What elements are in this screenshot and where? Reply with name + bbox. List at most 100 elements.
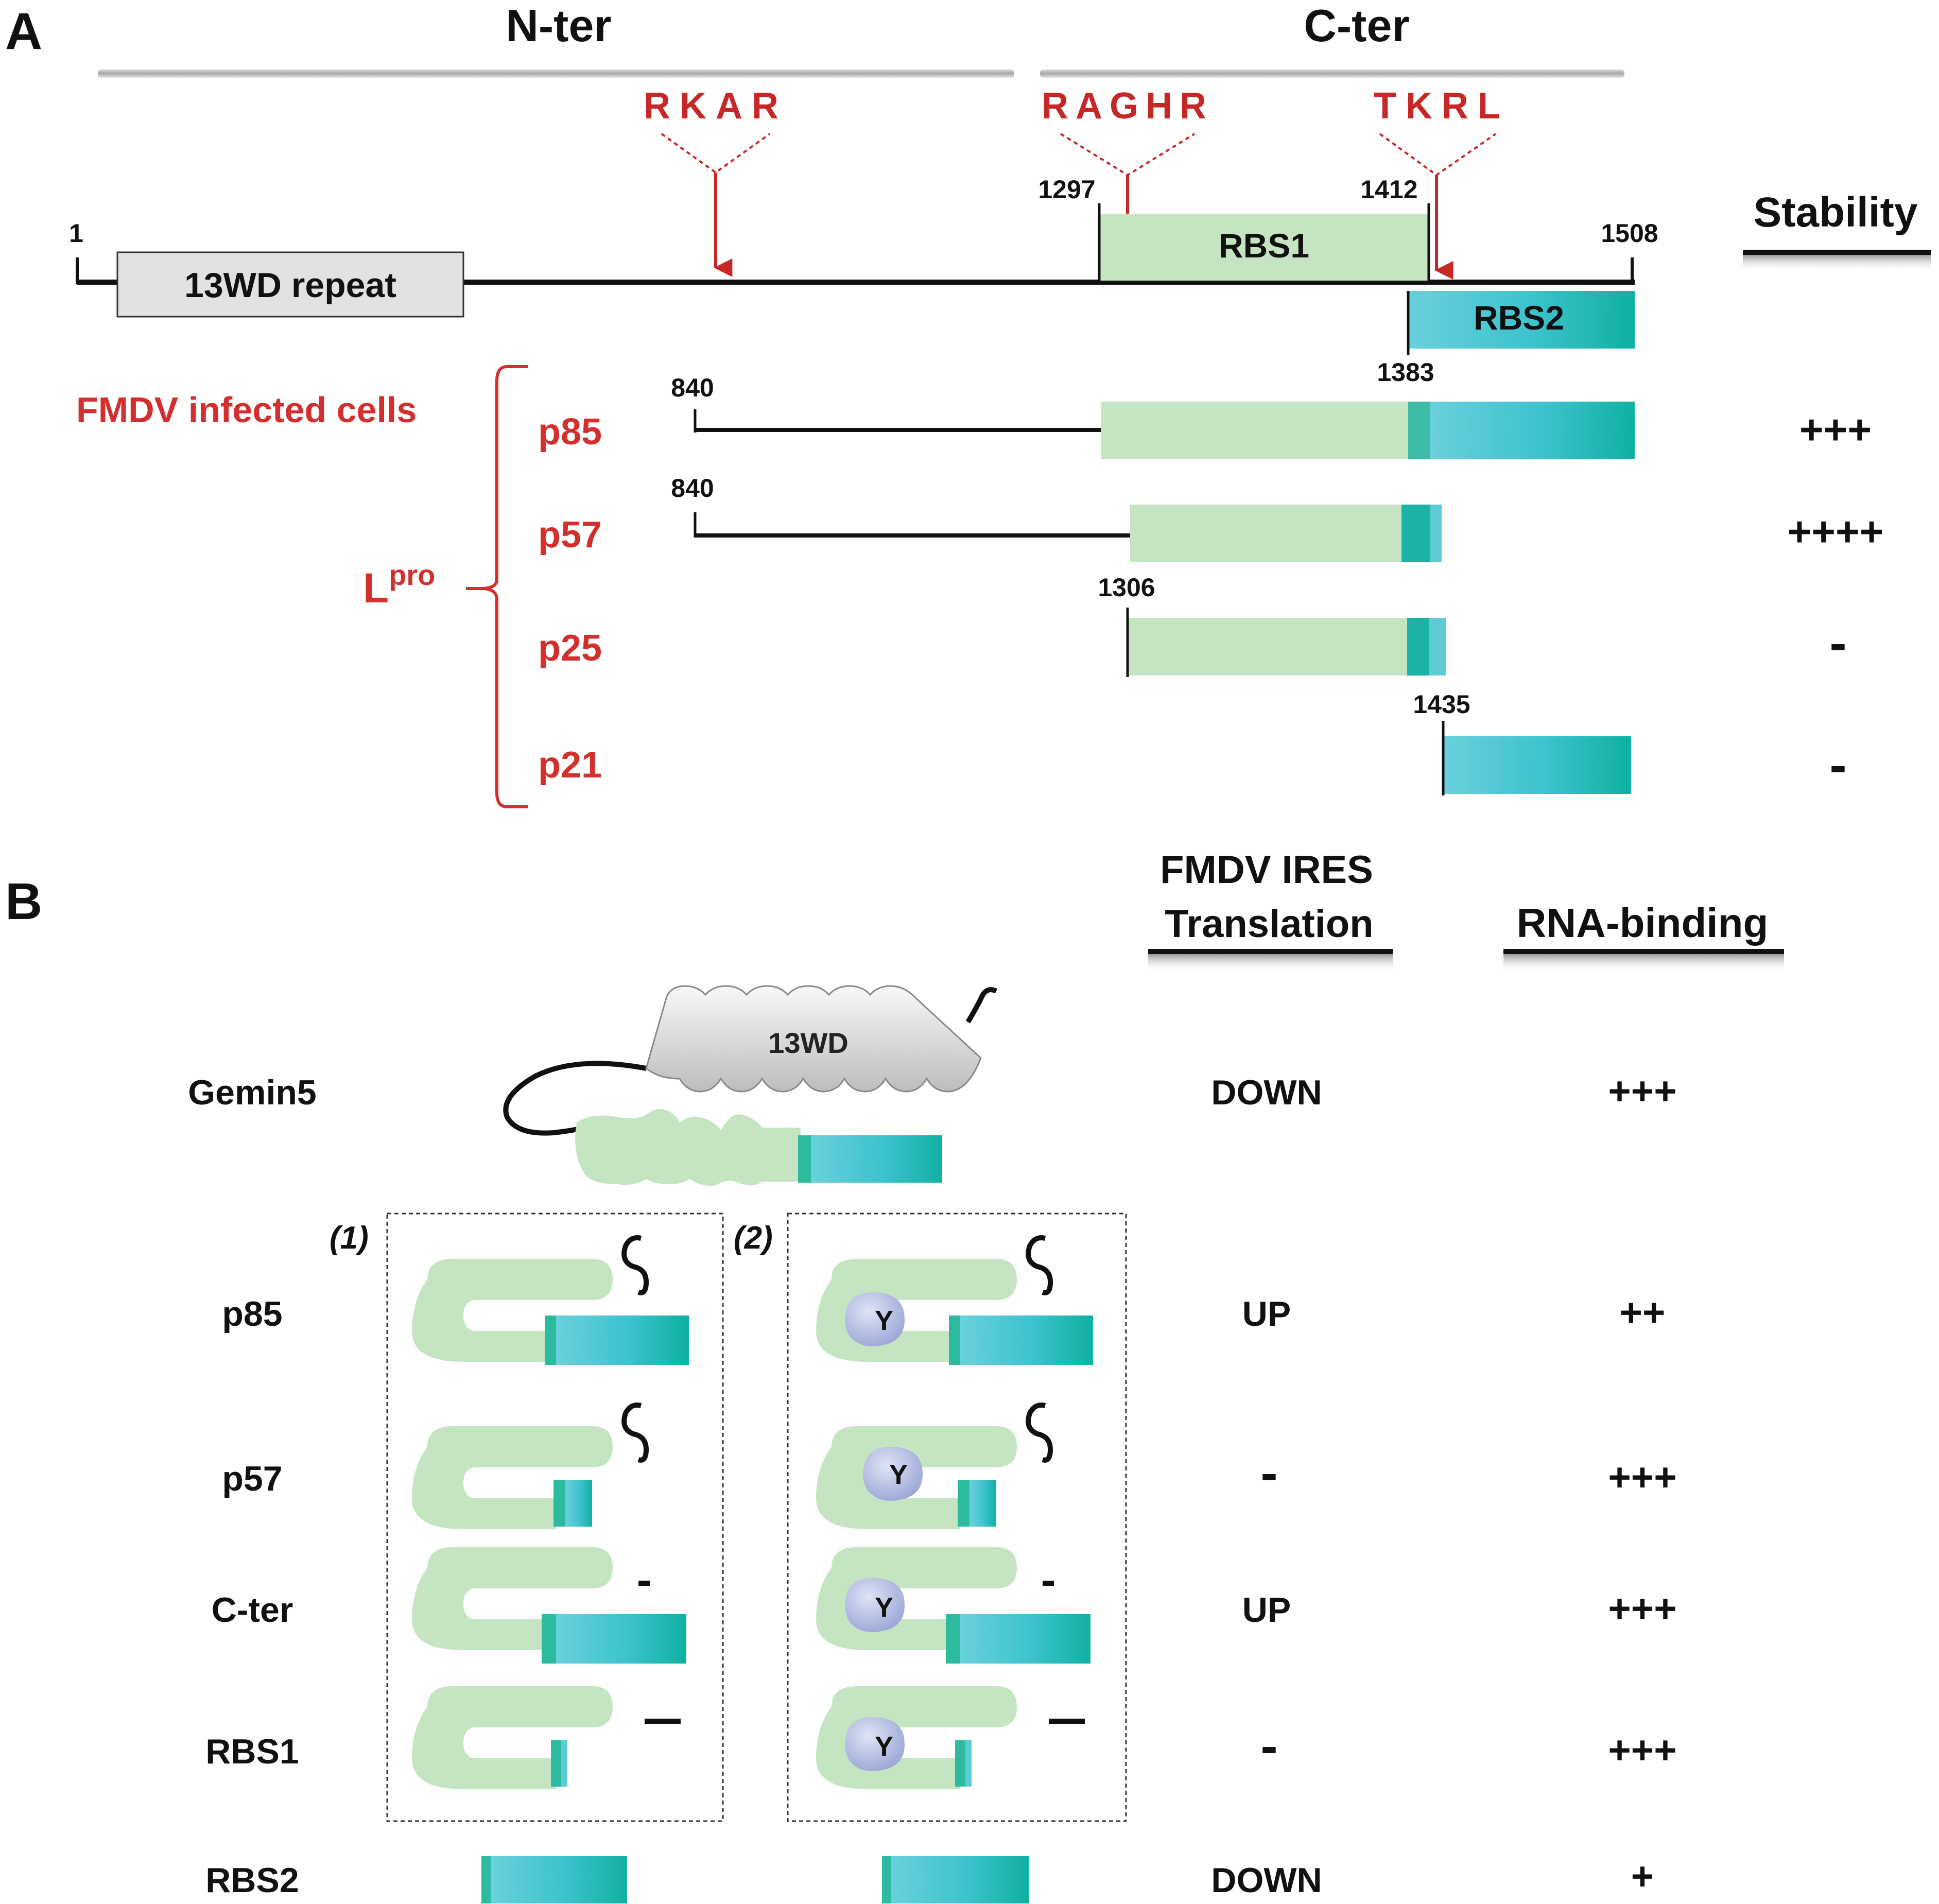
- stability-p25: -: [1829, 614, 1846, 672]
- pos-1297: 1297: [1038, 175, 1095, 204]
- pos-840-p85: 840: [671, 373, 714, 402]
- cartoon-set: Y Y Y Y: [412, 1235, 1093, 1903]
- lpro-label: Lpro: [363, 559, 435, 612]
- b1-rbs2: [491, 1856, 627, 1903]
- binding-rbs2: +: [1631, 1855, 1654, 1898]
- fragment-name-p25: p25: [538, 628, 602, 669]
- row-name-cter: C-ter: [212, 1590, 293, 1630]
- p57-rbs2-end: [1430, 505, 1442, 562]
- binding-cter: +++: [1608, 1587, 1676, 1631]
- lpro-base: L: [363, 565, 389, 612]
- cleavage-site-tkrl: TKRL: [1374, 85, 1510, 127]
- binding-underline: [1503, 949, 1784, 954]
- b1-p57: [412, 1403, 649, 1529]
- b2-cter: Y: [816, 1547, 1090, 1664]
- binding-rbs1: +++: [1608, 1728, 1676, 1772]
- translation-rbs1: -: [1260, 1717, 1277, 1775]
- pos-1435: 1435: [1413, 690, 1470, 719]
- translation-underline: [1148, 949, 1393, 954]
- pos-1412: 1412: [1360, 175, 1417, 204]
- cleavage-site-rkar: RKAR: [644, 85, 788, 127]
- pos-1306: 1306: [1098, 573, 1155, 602]
- p85-rbs-overlap: [1408, 402, 1431, 459]
- stability-header: Stability: [1754, 189, 1918, 236]
- stability-p57: ++++: [1788, 509, 1884, 555]
- binding-p57: +++: [1608, 1456, 1676, 1499]
- row-name-rbs2: RBS2: [205, 1861, 299, 1900]
- panel-a-label: A: [5, 3, 42, 60]
- pos-1: 1: [69, 219, 83, 248]
- p85-rbs2: [1430, 402, 1635, 459]
- box-1: [386, 1213, 724, 1822]
- fragment-name-p21: p21: [538, 745, 602, 786]
- translation-p57: -: [1260, 1444, 1277, 1502]
- box-2-label: (2): [734, 1220, 773, 1256]
- rbs2-domain: [1408, 291, 1635, 349]
- p25-rbs2-end: [1429, 618, 1446, 676]
- p25-rbs-overlap: [1407, 618, 1430, 676]
- b2-rbs1: Y: [816, 1686, 1085, 1789]
- gemin5-rbs2: [811, 1135, 942, 1183]
- c-ter-label: C-ter: [1304, 0, 1409, 51]
- translation-cter: UP: [1242, 1590, 1291, 1630]
- rbs2-label: RBS2: [1474, 299, 1564, 337]
- translation-p85: UP: [1242, 1294, 1291, 1334]
- translation-header-line1: FMDV IRES: [1160, 848, 1373, 892]
- stability-underline-shadow: [1743, 255, 1931, 271]
- binding-header: RNA-binding: [1517, 900, 1769, 946]
- translation-rbs2: DOWN: [1211, 1861, 1322, 1900]
- translation-underline-shadow: [1148, 954, 1393, 972]
- pos-840-p57: 840: [671, 474, 714, 503]
- b1-p85: [412, 1235, 689, 1365]
- n-ter-bar: [98, 70, 1014, 78]
- gemin5-cartoon: 13WD: [503, 985, 998, 1186]
- wd-repeat-box: [116, 251, 464, 318]
- panel-b-label: B: [5, 873, 42, 930]
- box-2: [787, 1213, 1127, 1822]
- y-label: Y: [875, 1305, 893, 1336]
- b1-rbs2-overlap: [481, 1856, 492, 1903]
- translation-header-line2: Translation: [1165, 902, 1373, 946]
- b2-p57: Y: [816, 1403, 1053, 1529]
- y-label: Y: [875, 1731, 893, 1762]
- b2-rbs2: [891, 1856, 1029, 1903]
- row-name-p85: p85: [222, 1294, 282, 1334]
- rbs1-label: RBS1: [1219, 227, 1309, 265]
- lpro-sup: pro: [389, 559, 435, 591]
- rbs1-domain: [1099, 214, 1429, 281]
- p57-rbs1: [1130, 505, 1403, 562]
- y-label: Y: [875, 1592, 893, 1623]
- n-ter-label: N-ter: [506, 0, 611, 51]
- b1-cter: [412, 1547, 686, 1664]
- box-1-label: (1): [330, 1220, 369, 1256]
- p21-rbs2: [1443, 736, 1631, 794]
- b2-rbs2-overlap: [882, 1856, 892, 1903]
- wd-repeat-label: 13WD repeat: [184, 266, 396, 305]
- b1-rbs1: [412, 1686, 681, 1789]
- stability-underline: [1743, 250, 1931, 255]
- binding-p85: ++: [1620, 1291, 1666, 1335]
- b2-p85: Y: [816, 1235, 1093, 1365]
- y-label: Y: [889, 1459, 908, 1490]
- stability-p85: +++: [1799, 407, 1872, 453]
- wd-cartoon-label: 13WD: [768, 1027, 849, 1059]
- fragment-name-p85: p85: [538, 411, 602, 453]
- row-name-rbs1: RBS1: [205, 1732, 299, 1771]
- c-ter-bar: [1040, 70, 1624, 78]
- infected-cells-label: FMDV infected cells: [76, 390, 417, 430]
- translation-gemin5: DOWN: [1211, 1073, 1322, 1112]
- pos-1508: 1508: [1601, 219, 1658, 248]
- p25-rbs1: [1128, 618, 1408, 676]
- fragment-bracket: [466, 365, 528, 808]
- gemin5-overlap: [798, 1135, 812, 1183]
- stability-p21: -: [1829, 736, 1846, 794]
- fragment-name-p57: p57: [538, 514, 602, 556]
- cleavage-site-raghr: RAGHR: [1042, 85, 1214, 127]
- p85-rbs1: [1101, 402, 1410, 459]
- binding-underline-shadow: [1503, 954, 1784, 972]
- binding-gemin5: +++: [1608, 1069, 1676, 1113]
- pos-1383: 1383: [1377, 358, 1434, 387]
- p57-rbs-overlap: [1401, 505, 1431, 562]
- row-name-gemin5: Gemin5: [188, 1073, 316, 1112]
